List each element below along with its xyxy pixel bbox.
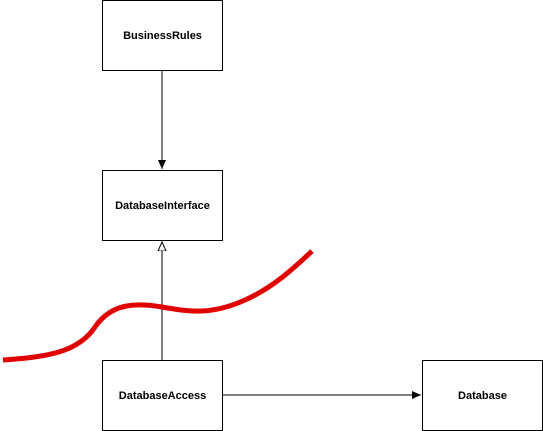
database-interface-node[interactable]: DatabaseInterface (102, 170, 223, 241)
database-interface-label: DatabaseInterface (115, 199, 210, 212)
boundary-curve (2, 249, 314, 363)
business-rules-label: BusinessRules (123, 29, 202, 42)
database-access-label: DatabaseAccess (118, 389, 207, 402)
database-node[interactable]: Database (422, 360, 543, 431)
database-access-node[interactable]: DatabaseAccess (102, 360, 223, 431)
business-rules-node[interactable]: BusinessRules (102, 0, 223, 71)
database-label: Database (458, 389, 507, 402)
